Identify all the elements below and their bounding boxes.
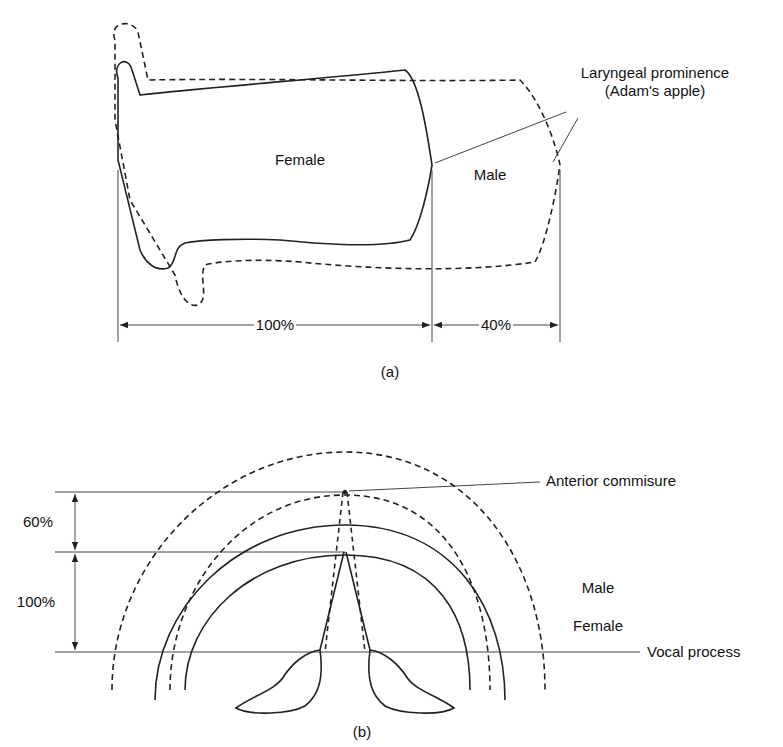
region-label: Male [472,166,509,184]
reference-line [55,552,345,553]
female-vocal-fold [346,552,370,650]
dimension-arrow [75,554,76,650]
anterior-commissure-dot [343,490,347,494]
male-cartilage-outline [114,24,560,306]
female-cartilage-outline [117,62,432,269]
male-arch-inner [170,495,490,690]
callout-label: Vocal process [645,643,742,661]
callout-label: Anterior commisure [544,472,678,490]
dimension-label: 60% [21,513,55,531]
reference-line [55,492,345,493]
extension-line [560,170,561,342]
extension-line [432,170,433,342]
female-vocal-fold [320,552,344,650]
female-arch-outer [155,525,505,700]
male-vocal-fold [325,492,343,652]
dimension-label: 40% [479,316,513,334]
leader-line [349,482,540,491]
figure-label: (a) [379,363,401,381]
dimension-label: 100% [15,593,57,611]
region-label: Female [273,151,327,169]
extension-line [118,170,119,342]
dimension-label: 100% [254,316,296,334]
dimension-arrow [75,494,76,550]
region-label: Male [580,579,617,597]
leader-line [553,118,578,162]
reference-line [55,652,640,653]
region-label: Female [571,617,625,635]
male-vocal-fold [347,492,365,652]
arytenoid-cartilage [369,650,454,713]
arytenoid-cartilage [236,650,321,713]
male-arch-outer [112,452,545,690]
figure-label: (b) [351,723,373,741]
leader-line [435,112,566,163]
callout-label: Laryngeal prominence (Adam's apple) [568,64,742,100]
